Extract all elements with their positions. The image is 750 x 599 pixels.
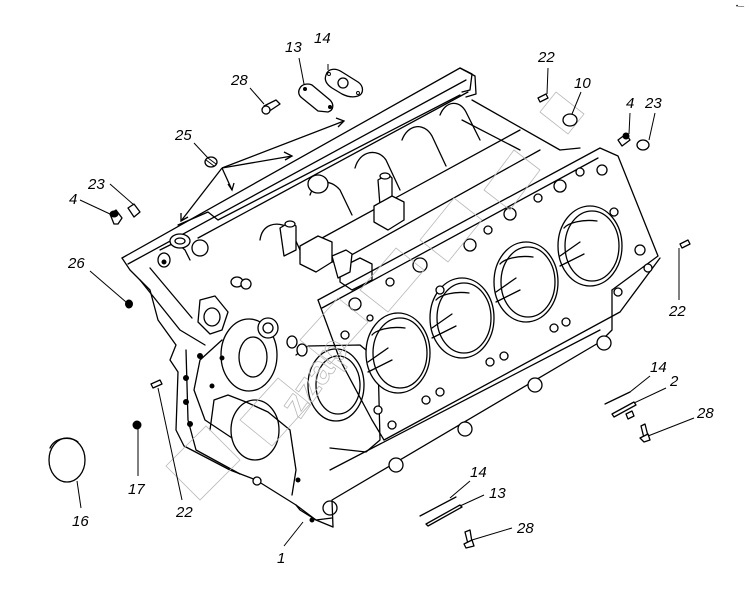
side-bolt-heads <box>388 335 612 473</box>
part-cover-plate-top <box>298 83 334 113</box>
part-plug-17 <box>132 420 142 430</box>
part-sleeve-left <box>127 203 141 218</box>
part-plug-right <box>617 132 631 147</box>
callout-25: 25 <box>174 127 192 144</box>
callout-28-top: 28 <box>230 72 248 89</box>
part-plug-26 <box>125 299 133 309</box>
callout-1: 1 <box>277 550 285 567</box>
part-bolt-mid <box>639 423 651 443</box>
callout-13-top: 13 <box>285 39 302 56</box>
callout-4-left: 4 <box>69 191 77 208</box>
callout-13-bot: 13 <box>489 485 506 502</box>
cylinder-bore-3 <box>493 241 559 323</box>
part-sleeve-right <box>636 139 650 151</box>
callout-26: 26 <box>67 255 85 272</box>
callout-14-mid: 14 <box>650 359 667 376</box>
callout-22-top: 22 <box>537 49 555 66</box>
part-gasket-flange-top <box>324 68 364 98</box>
part-plug-left <box>109 209 123 225</box>
callout-22-right: 22 <box>668 303 686 320</box>
callout-28-bot: 28 <box>516 520 534 537</box>
callout-23-right: 23 <box>644 95 662 112</box>
callout-22-bot: 22 <box>175 504 193 521</box>
leader-lines <box>76 57 695 547</box>
part-bolt-top <box>261 99 281 115</box>
callout-4-right: 4 <box>626 95 634 112</box>
part-cover-plate-bot <box>425 504 463 527</box>
corner-mark: •— <box>736 4 744 10</box>
callout-28-mid: 28 <box>696 405 714 422</box>
part-threaded-plug <box>204 156 218 168</box>
part-cover-2 <box>611 401 637 420</box>
callout-labels: 14 13 28 25 23 4 26 22 10 4 23 22 14 2 2… <box>67 30 714 567</box>
part-gasket-bot <box>419 496 457 517</box>
callout-14-bot: 14 <box>470 464 487 481</box>
part-cup-plug-16 <box>48 437 86 483</box>
cylinder-bore-2 <box>429 277 495 359</box>
callout-2: 2 <box>669 373 679 390</box>
cylinder-bore-4 <box>557 205 623 287</box>
callout-14-top: 14 <box>314 30 331 47</box>
part-bolt-bot <box>463 529 475 549</box>
assembly-arrows <box>180 117 346 223</box>
callout-10: 10 <box>574 75 591 92</box>
callout-23-left: 23 <box>87 176 105 193</box>
cylinder-block <box>121 67 661 528</box>
deck-holes <box>340 164 653 430</box>
part-dowel-top <box>537 93 549 103</box>
valley-core-plug <box>307 174 329 194</box>
cylinder-bore-1 <box>365 312 431 394</box>
part-cup-plug-10 <box>562 113 578 127</box>
part-dowel-right <box>679 239 691 249</box>
callout-17: 17 <box>128 481 145 498</box>
part-gasket-mid <box>604 391 631 405</box>
part-dowel-bot <box>150 379 163 389</box>
callout-16: 16 <box>72 513 89 530</box>
